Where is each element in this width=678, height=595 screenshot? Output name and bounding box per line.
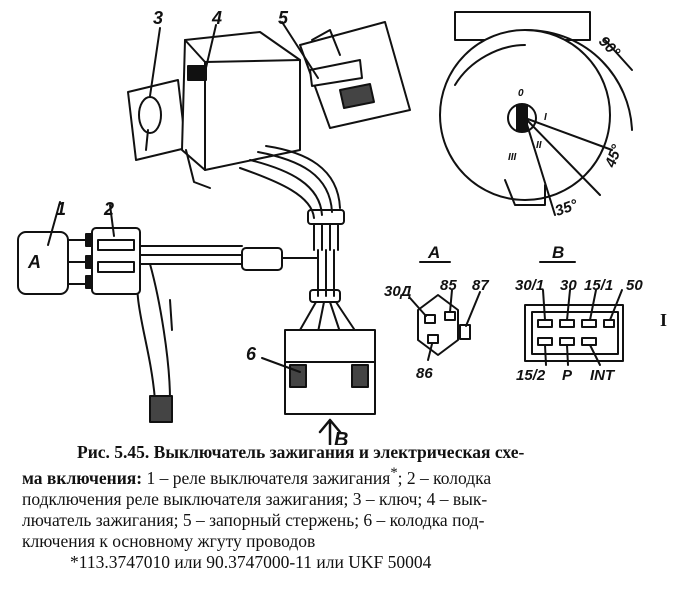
callout-1: 1 xyxy=(56,199,66,219)
caption-line1-end: ; 2 – колодка xyxy=(397,467,492,488)
switch-face-view xyxy=(439,11,633,216)
connector-a-face xyxy=(409,261,481,361)
caption-line2: подключения реле выключателя зажигания; … xyxy=(22,488,488,509)
relay-connector-drawing xyxy=(91,204,141,295)
pin-15-2: 15/2 xyxy=(516,367,546,384)
pin-87: 87 xyxy=(472,277,489,294)
pin-30d: 30Д xyxy=(384,283,412,300)
key-mark-i: I xyxy=(544,112,547,123)
caption-line4: ключения к основному жгуту проводов xyxy=(22,530,316,551)
key-mark-0: 0 xyxy=(518,88,524,99)
angle-35: 35° xyxy=(553,196,581,220)
caption-title-cont: ма включения: xyxy=(22,467,143,488)
pin-86: 86 xyxy=(416,365,433,382)
caption-star: * xyxy=(390,465,398,481)
callout-6: 6 xyxy=(246,344,257,364)
figure-caption: Рис. 5.45. Выключатель зажигания и элект… xyxy=(22,442,662,573)
view-b-letter: B xyxy=(334,429,348,445)
switch-body-drawing xyxy=(181,24,301,189)
pin-30-1: 30/1 xyxy=(515,277,544,294)
pin-15-1: 15/1 xyxy=(584,277,613,294)
pin-50: 50 xyxy=(626,277,643,294)
connector-b-face xyxy=(524,261,624,366)
pin-int: INT xyxy=(590,367,616,384)
key-drawing xyxy=(127,27,187,161)
callout-4: 4 xyxy=(211,8,222,28)
callout-5: 5 xyxy=(278,8,289,28)
pin-85: 85 xyxy=(440,277,457,294)
side-mark: I xyxy=(660,310,668,330)
view-a-letter: A xyxy=(27,252,41,272)
key-mark-ii: II xyxy=(536,140,542,151)
angle-45: 45° xyxy=(602,142,626,171)
caption-line3: лючатель зажигания; 5 – запорный стержен… xyxy=(22,509,485,530)
ignition-switch-diagram: 3 4 5 1 2 6 A B 90° 45° 35° 0 I II III A… xyxy=(17,8,643,445)
connector-b-title: B xyxy=(552,243,564,262)
lock-rod-drawing xyxy=(281,21,411,129)
connector-a-title: A xyxy=(427,243,440,262)
caption-title: Рис. 5.45. Выключатель зажигания и элект… xyxy=(77,442,525,462)
pin-30: 30 xyxy=(560,277,577,294)
callout-2: 2 xyxy=(103,199,114,219)
caption-line1: 1 – реле выключателя зажигания xyxy=(142,467,391,488)
callout-3: 3 xyxy=(153,8,163,28)
main-connector-drawing xyxy=(261,329,376,445)
pin-p: P xyxy=(562,367,573,384)
key-mark-iii: III xyxy=(508,152,517,163)
wire-harness-drawing xyxy=(136,145,357,423)
caption-footnote: *113.3747010 или 90.3747000-11 или UKF 5… xyxy=(70,551,432,572)
